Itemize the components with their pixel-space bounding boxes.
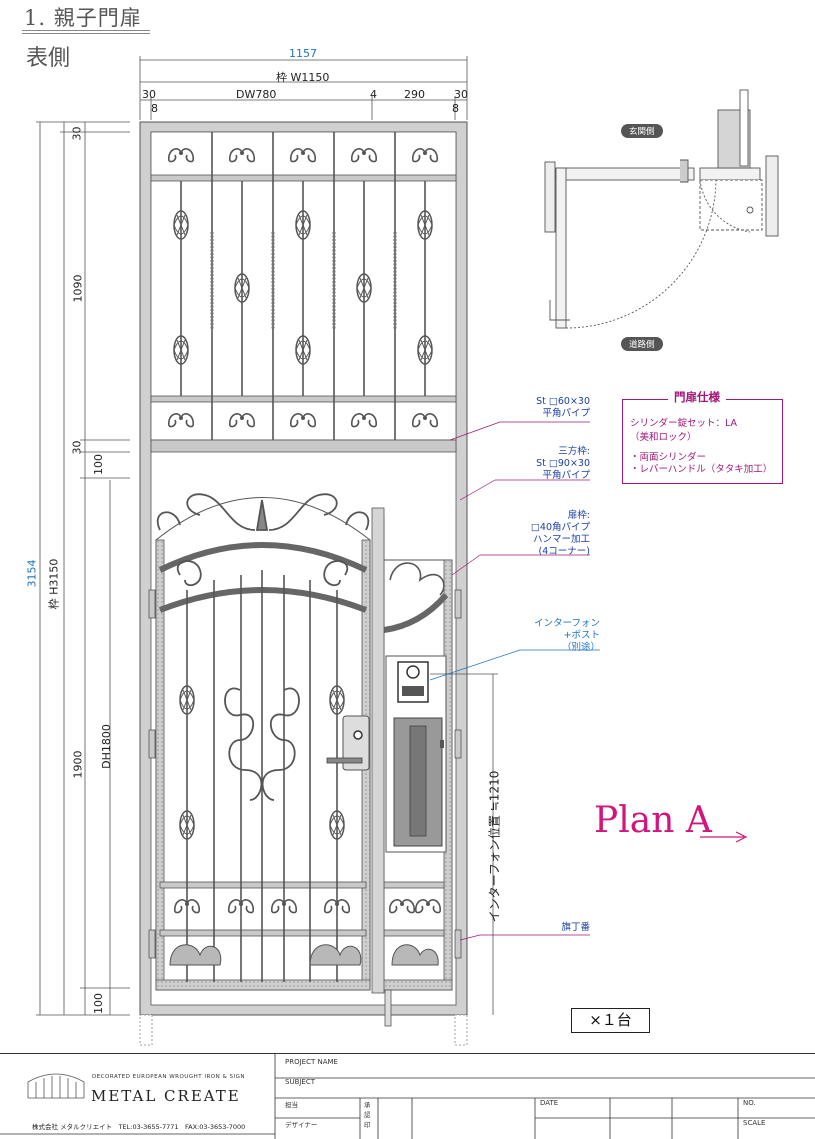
frame-width: 枠 W1150 — [276, 71, 330, 84]
annotation-hinge: 旗丁番 — [561, 922, 590, 933]
tantou-label: 担当 — [285, 1101, 298, 1109]
title-underline — [22, 30, 150, 34]
side-door — [375, 514, 453, 991]
designer-label: デザイナー — [285, 1121, 318, 1129]
lower-1900-dim: 1900 — [71, 750, 85, 779]
transom-panel — [150, 131, 457, 453]
frame-height: 枠 H3150 — [47, 558, 61, 610]
title-block — [0, 1053, 815, 1139]
spec-line-4: ・レバーハンドル（タタキ加工） — [630, 464, 773, 475]
brand-name: METAL CREATE — [91, 1087, 241, 1105]
top-30-dim: 30 — [70, 126, 84, 141]
door-height-dim: DH1800 — [99, 724, 113, 769]
annotation-intercom: インターフォン+ポスト（別途） — [534, 618, 600, 653]
center-post — [371, 507, 385, 994]
page-subtitle: 表側 — [26, 46, 71, 71]
title-block-grid — [0, 1054, 815, 1139]
company-logo-icon — [27, 1073, 85, 1099]
quantity-box: ×１台 — [571, 1008, 650, 1033]
plan-label: Plan A — [594, 800, 712, 841]
overall-height: 3154 — [25, 559, 39, 588]
mid-30-dim: 30 — [70, 440, 84, 455]
company-info: 株式会社 メタルクリエイト TEL:03-3655-7771 FAX:03-36… — [32, 1123, 246, 1131]
annotation-door-frame: 扉枠:□40角パイプハンマー加工(4コーナー) — [530, 510, 590, 557]
main-door — [155, 493, 371, 991]
brand-tagline: DECORATED EUROPEAN WROUGHT IRON & SIGN — [92, 1074, 245, 1080]
subject-label: SUBJECT — [285, 1078, 316, 1086]
spec-line-3: ・両面シリンダー — [630, 452, 707, 463]
overall-width: 1157 — [289, 47, 317, 60]
entrance-side-label: 玄関側 — [621, 124, 663, 138]
side-width-dim: 290 — [404, 88, 425, 101]
project-name-label: PROJECT NAME — [285, 1058, 338, 1066]
annotation-leaders — [449, 421, 590, 941]
approval-stamp-label: 承認印 — [364, 1101, 371, 1129]
right-margin-dim: 30 — [454, 88, 468, 101]
door-width-dim: DW780 — [236, 88, 277, 101]
intercom-dimension — [430, 673, 498, 1015]
top-dimensions — [139, 56, 468, 120]
no-label: NO. — [743, 1099, 756, 1107]
date-label: DATE — [540, 1099, 559, 1107]
plan-arrow-icon — [700, 831, 748, 843]
left-inner-dim: 8 — [151, 102, 158, 115]
right-inner-dim: 8 — [452, 102, 459, 115]
left-dimensions — [36, 121, 130, 1016]
scale-label: SCALE — [743, 1119, 766, 1127]
bottom-100-dim: 100 — [92, 993, 105, 1014]
page-title: 1. 親子門扉 — [24, 6, 142, 30]
left-margin-dim: 30 — [142, 88, 156, 101]
gap-dim: 4 — [370, 88, 377, 101]
intercom-height-dim: インターフォン位置 ≒1210 — [487, 770, 502, 923]
gate-drawing — [36, 56, 779, 1046]
transom-height-dim: 1090 — [71, 274, 85, 303]
road-side-label: 道路側 — [621, 337, 663, 351]
drop-bolt — [384, 989, 392, 1027]
spec-line-2: （美和ロック） — [630, 432, 697, 443]
mid-100-dim: 100 — [92, 454, 105, 475]
plan-view — [544, 89, 779, 329]
spec-line-1: シリンダー錠セット：LA — [630, 418, 738, 429]
hinges — [148, 589, 462, 959]
spec-title: 門扉仕様 — [668, 389, 726, 405]
